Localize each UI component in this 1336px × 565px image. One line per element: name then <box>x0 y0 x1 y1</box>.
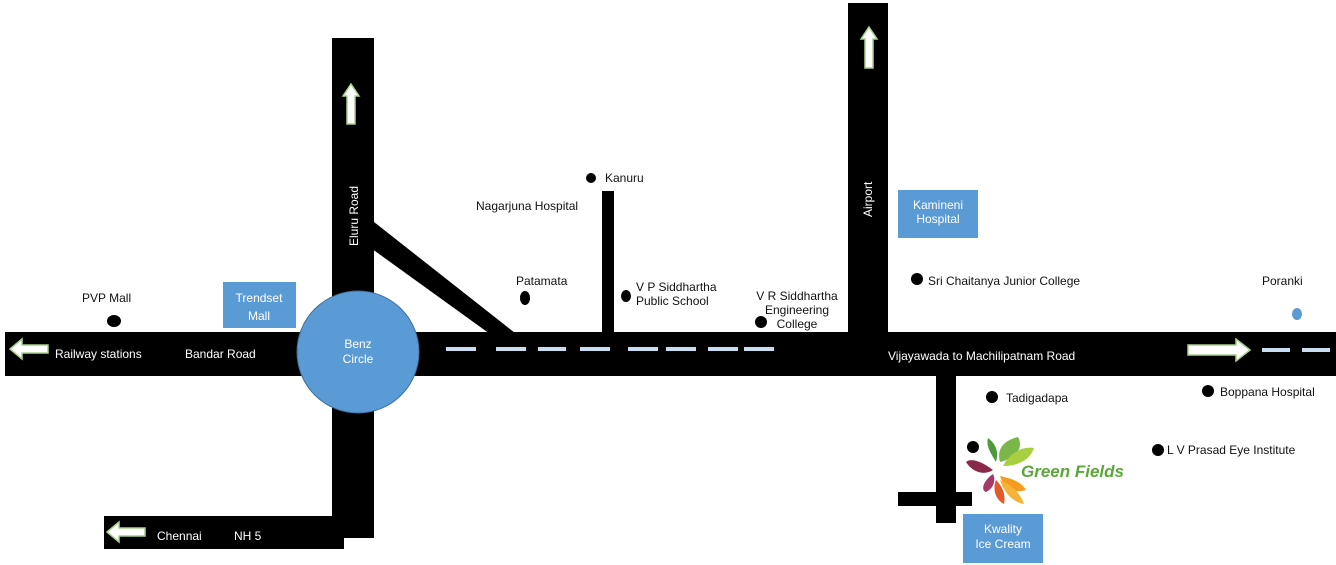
machilipatnam-road-label: Vijayawada to Machilipatnam Road <box>888 349 1075 363</box>
kanuru-road <box>602 191 614 333</box>
airport-label: Airport <box>861 181 875 217</box>
arrow-left-icon <box>8 337 49 361</box>
boppana-label: Boppana Hospital <box>1220 385 1315 399</box>
kwality-line2: Ice Cream <box>975 537 1030 551</box>
diagonal-road <box>368 222 515 334</box>
chennai-label: Chennai <box>157 529 202 543</box>
kanuru-dot <box>586 173 596 183</box>
trendset-mall-box <box>223 282 296 328</box>
lv-prasad-label: L V Prasad Eye Institute <box>1167 443 1296 457</box>
tadigadapa-label: Tadigadapa <box>1006 391 1068 405</box>
kwality-cross-road <box>898 492 972 506</box>
nagarjuna-label: Nagarjuna Hospital <box>476 199 578 213</box>
landmark-dots <box>107 173 1214 456</box>
vp-siddhartha-dot <box>621 290 631 302</box>
main-road <box>5 332 1336 376</box>
lane-dashes <box>446 347 1330 352</box>
vp-siddhartha-line1: V P Siddhartha <box>636 280 717 294</box>
lv-prasad-dot <box>1152 444 1164 456</box>
trendset-line2: Mall <box>248 309 270 323</box>
vp-siddhartha-line2: Public School <box>636 294 709 308</box>
arrow-up-icon <box>859 25 879 69</box>
vr-siddhartha-line1: V R Siddhartha <box>756 289 838 303</box>
vr-siddhartha-line3: College <box>777 317 818 331</box>
patamata-label: Patamata <box>516 274 568 288</box>
green-fields-dot <box>967 441 979 453</box>
kamineni-line1: Kamineni <box>913 198 963 212</box>
railway-label: Railway stations <box>55 347 142 361</box>
kwality-ice-cream-box <box>963 514 1043 563</box>
trendset-line1: Trendset <box>236 291 284 305</box>
kamineni-hospital-box <box>898 190 978 238</box>
poranki-label: Poranki <box>1262 274 1303 288</box>
benz-circle <box>296 290 420 414</box>
patamata-dot <box>520 291 530 305</box>
bandar-road-label: Bandar Road <box>185 347 256 361</box>
tadigadapa-dot <box>986 391 998 403</box>
boppana-dot <box>1202 385 1214 397</box>
kwality-line1: Kwality <box>984 522 1022 536</box>
eluru-road-label: Eluru Road <box>347 186 361 246</box>
poranki-dot <box>1292 308 1302 320</box>
leaf-logo-icon <box>966 437 1034 504</box>
pvp-mall-dot <box>107 315 121 327</box>
kanuru-label: Kanuru <box>605 171 644 185</box>
sri-chaitanya-label: Sri Chaitanya Junior College <box>928 274 1080 288</box>
vr-siddhartha-dot <box>755 316 767 328</box>
benz-circle-line1: Benz <box>344 337 371 351</box>
arrow-up-icon <box>341 82 361 125</box>
arrow-left-icon <box>105 520 146 544</box>
vr-siddhartha-line2: Engineering <box>765 303 829 317</box>
benz-circle-line2: Circle <box>343 352 374 366</box>
pvp-mall-label: PVP Mall <box>82 291 131 305</box>
kwality-road <box>936 375 956 523</box>
sri-chaitanya-dot <box>911 273 923 285</box>
nh5-label: NH 5 <box>234 529 262 543</box>
green-fields-logo-text: Green Fields <box>1021 462 1124 481</box>
arrow-right-icon <box>1187 337 1252 363</box>
kamineni-line2: Hospital <box>916 212 959 226</box>
